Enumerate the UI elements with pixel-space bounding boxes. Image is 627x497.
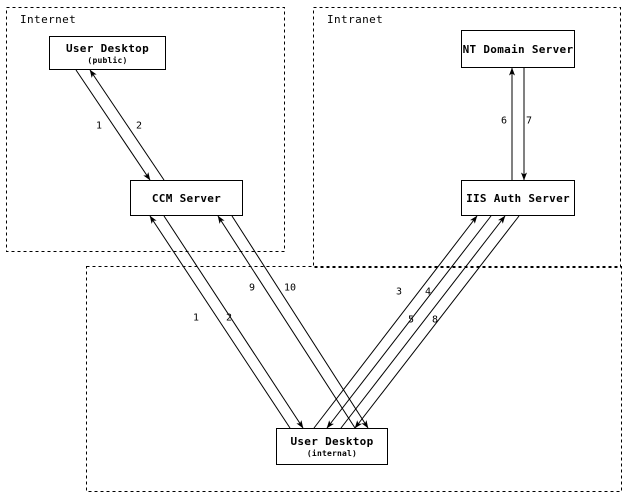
edge-label-edge-8: 8	[431, 314, 439, 326]
node-title-user-desktop-public: User Desktop	[65, 41, 150, 55]
node-user-desktop-public: User Desktop(public)	[49, 36, 166, 70]
edge-line-edge-4	[326, 215, 492, 429]
edge-label-edge-6: 6	[500, 115, 508, 127]
edge-line-edge-5	[340, 215, 506, 429]
edge-line-edge-2-internal	[163, 215, 304, 429]
zone-label-intranet: Intranet	[327, 13, 384, 26]
edge-line-edge-2-public	[89, 69, 165, 181]
edge-line-edge-9	[217, 215, 356, 429]
node-subtitle-user-desktop-internal: (internal)	[306, 449, 358, 458]
node-subtitle-user-desktop-public: (public)	[87, 55, 128, 65]
edge-label-edge-5: 5	[407, 314, 415, 326]
edge-line-edge-8	[354, 215, 520, 429]
node-title-nt-domain-server: NT Domain Server	[462, 42, 574, 56]
edge-line-edge-3	[313, 215, 478, 429]
zone-boundary-intranet	[313, 7, 621, 268]
edge-label-edge-1-public: 1	[95, 120, 103, 132]
node-user-desktop-internal: User Desktop(internal)	[276, 428, 388, 465]
edge-line-edge-10	[231, 215, 369, 429]
zone-boundary-internet	[6, 7, 285, 252]
node-ccm-server: CCM Server	[130, 180, 243, 216]
edge-label-edge-10: 10	[283, 282, 297, 294]
node-title-user-desktop-internal: User Desktop	[290, 435, 374, 448]
node-title-ccm-server: CCM Server	[151, 191, 222, 205]
edge-label-edge-2-public: 2	[135, 120, 143, 132]
edge-label-edge-4: 4	[424, 286, 432, 298]
node-iis-auth-server: IIS Auth Server	[461, 180, 575, 216]
node-title-iis-auth-server: IIS Auth Server	[466, 191, 570, 205]
zone-label-internet: Internet	[20, 13, 77, 26]
edge-line-edge-1-internal	[149, 215, 291, 429]
edge-line-edge-1-public	[75, 69, 151, 181]
edge-label-edge-9: 9	[248, 282, 256, 294]
node-nt-domain-server: NT Domain Server	[461, 30, 575, 68]
edge-label-edge-7: 7	[525, 115, 533, 127]
edge-label-edge-3: 3	[395, 286, 403, 298]
edge-label-edge-1-internal: 1	[192, 312, 200, 324]
edge-lines	[75, 67, 527, 429]
zone-boundaries	[6, 7, 622, 492]
edge-label-edge-2-internal: 2	[225, 312, 233, 324]
zone-boundary-internal	[86, 266, 622, 492]
